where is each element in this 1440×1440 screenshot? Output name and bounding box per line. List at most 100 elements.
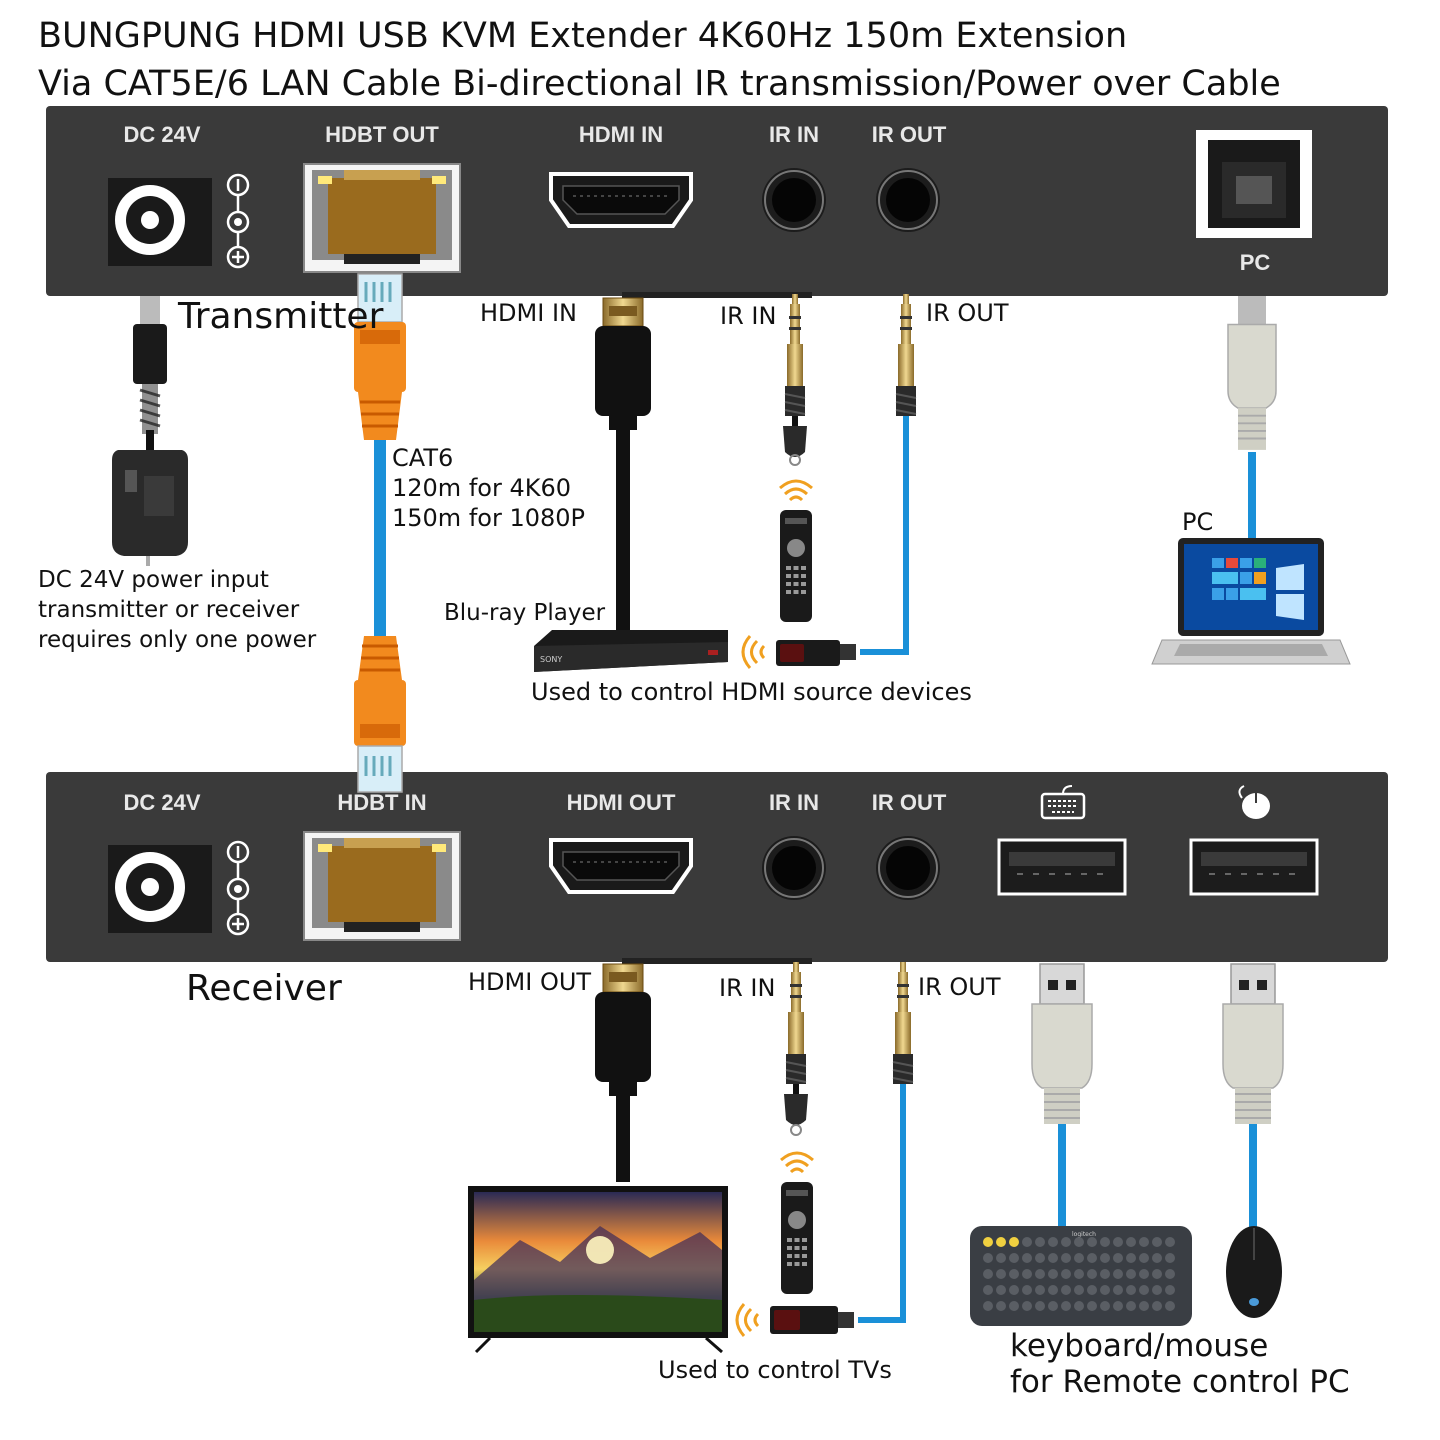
keyboard-key (1113, 1285, 1123, 1295)
laptop (1151, 538, 1351, 665)
keyboard-mouse-label-line1: keyboard/mouse (1010, 1328, 1269, 1364)
keyboard-key (1035, 1253, 1045, 1263)
transmitter-panel (46, 106, 1388, 298)
title-line-1: BUNGPUNG HDMI USB KVM Extender 4K60Hz 15… (38, 16, 1128, 56)
rx-keyboard-usb-cable (1031, 963, 1093, 1226)
keyboard-key (1022, 1253, 1032, 1263)
keyboard-key (1165, 1269, 1175, 1279)
tx-usb-b-port (1196, 130, 1312, 238)
keyboard-key (1113, 1301, 1123, 1311)
keyboard-key (1009, 1269, 1019, 1279)
keyboard-key (1152, 1237, 1162, 1247)
keyboard-key (1152, 1285, 1162, 1295)
rx-ir-out-cable-label: IR OUT (918, 973, 1001, 1001)
tx-remote-control (780, 510, 812, 622)
keyboard-key (1113, 1253, 1123, 1263)
keyboard-key (1139, 1285, 1149, 1295)
rx-ir-out-jack (875, 835, 941, 901)
tx-hdmi-port (549, 172, 693, 228)
tx-port-ir-out-label: IR OUT (871, 122, 947, 147)
rx-hdmi-cable (594, 963, 652, 1182)
keyboard: logitech (970, 1226, 1192, 1326)
keyboard-key (1165, 1301, 1175, 1311)
tx-rj45-port (303, 163, 461, 273)
rx-hdmi-port (549, 838, 693, 894)
keyboard-key (983, 1269, 993, 1279)
bluray-brand: SONY (540, 655, 562, 664)
rx-remote-control (781, 1182, 813, 1294)
keyboard-key (1165, 1253, 1175, 1263)
keyboard-key (996, 1253, 1006, 1263)
keyboard-key (1152, 1301, 1162, 1311)
keyboard-key (1048, 1269, 1058, 1279)
transmitter-label: Transmitter (178, 296, 384, 337)
tx-ir-out-jack (875, 167, 941, 233)
keyboard-key (1048, 1253, 1058, 1263)
tx-dc-jack (108, 178, 212, 266)
keyboard-key (1100, 1301, 1110, 1311)
keyboard-key (1126, 1269, 1136, 1279)
keyboard-key (1126, 1301, 1136, 1311)
cat6-label-line1: CAT6 (392, 444, 454, 472)
keyboard-key (1074, 1285, 1084, 1295)
keyboard-key (1100, 1237, 1110, 1247)
receiver-label: Receiver (186, 968, 342, 1009)
tx-ir-out-cable (776, 293, 917, 666)
tx-port-dc-label: DC 24V (123, 122, 201, 147)
keyboard-key (983, 1301, 993, 1311)
keyboard-key (1061, 1269, 1071, 1279)
tx-hdmi-cable (594, 297, 652, 630)
keyboard-key (1100, 1253, 1110, 1263)
keyboard-key (1035, 1269, 1045, 1279)
rx-port-ir-in-label: IR IN (768, 790, 820, 815)
keyboard-key (1165, 1285, 1175, 1295)
keyboard-icon (1040, 785, 1086, 820)
tx-ir-signal-waves-icon (778, 479, 814, 502)
rx-usb-keyboard-port (997, 838, 1127, 896)
keyboard-key (1139, 1301, 1149, 1311)
title-line-2: Via CAT5E/6 LAN Cable Bi-directional IR … (38, 64, 1281, 104)
tx-port-hdbt-label: HDBT OUT (325, 122, 439, 147)
keyboard-key (1022, 1237, 1032, 1247)
keyboard-brand: logitech (1072, 1231, 1096, 1238)
cat6-label-line3: 150m for 1080P (392, 504, 585, 532)
cat6-label-line2: 120m for 4K60 (392, 474, 571, 502)
rx-ir-emitter-waves-icon (735, 1302, 760, 1338)
cat6-cable (354, 273, 406, 793)
keyboard-key (1061, 1285, 1071, 1295)
tx-pc-cable-label: PC (1182, 508, 1214, 536)
mouse-icon (1238, 785, 1270, 819)
power-adapter (112, 296, 188, 566)
rx-ir-note: Used to control TVs (658, 1356, 892, 1384)
keyboard-key (996, 1301, 1006, 1311)
rx-ir-in-cable-label: IR IN (719, 974, 776, 1002)
keyboard-key (996, 1285, 1006, 1295)
tx-port-pc-label: PC (1239, 250, 1271, 275)
receiver-panel (46, 772, 1388, 964)
keyboard-key (1061, 1253, 1071, 1263)
tx-ir-in-cable (783, 293, 807, 466)
keyboard-key (1022, 1269, 1032, 1279)
keyboard-key (1113, 1269, 1123, 1279)
rx-ir-signal-waves-icon (779, 1151, 815, 1174)
rx-ir-out-cable (770, 961, 914, 1334)
keyboard-key (1152, 1269, 1162, 1279)
keyboard-key (1035, 1237, 1045, 1247)
keyboard-key (1009, 1253, 1019, 1263)
keyboard-key (1074, 1253, 1084, 1263)
keyboard-key (1022, 1285, 1032, 1295)
tx-ir-in-cable-label: IR IN (720, 302, 777, 330)
tx-port-ir-in-label: IR IN (768, 122, 820, 147)
tx-ir-in-jack (761, 167, 827, 233)
keyboard-key (996, 1269, 1006, 1279)
keyboard-key (1074, 1301, 1084, 1311)
tx-usb-cable (1227, 296, 1277, 540)
keyboard-key (1139, 1237, 1149, 1247)
mouse (1226, 1226, 1282, 1318)
keyboard-key (1009, 1301, 1019, 1311)
rx-ir-in-jack (761, 835, 827, 901)
rx-usb-mouse-port (1189, 838, 1319, 896)
tx-port-hdmi-label: HDMI IN (578, 122, 664, 147)
keyboard-key (1087, 1301, 1097, 1311)
